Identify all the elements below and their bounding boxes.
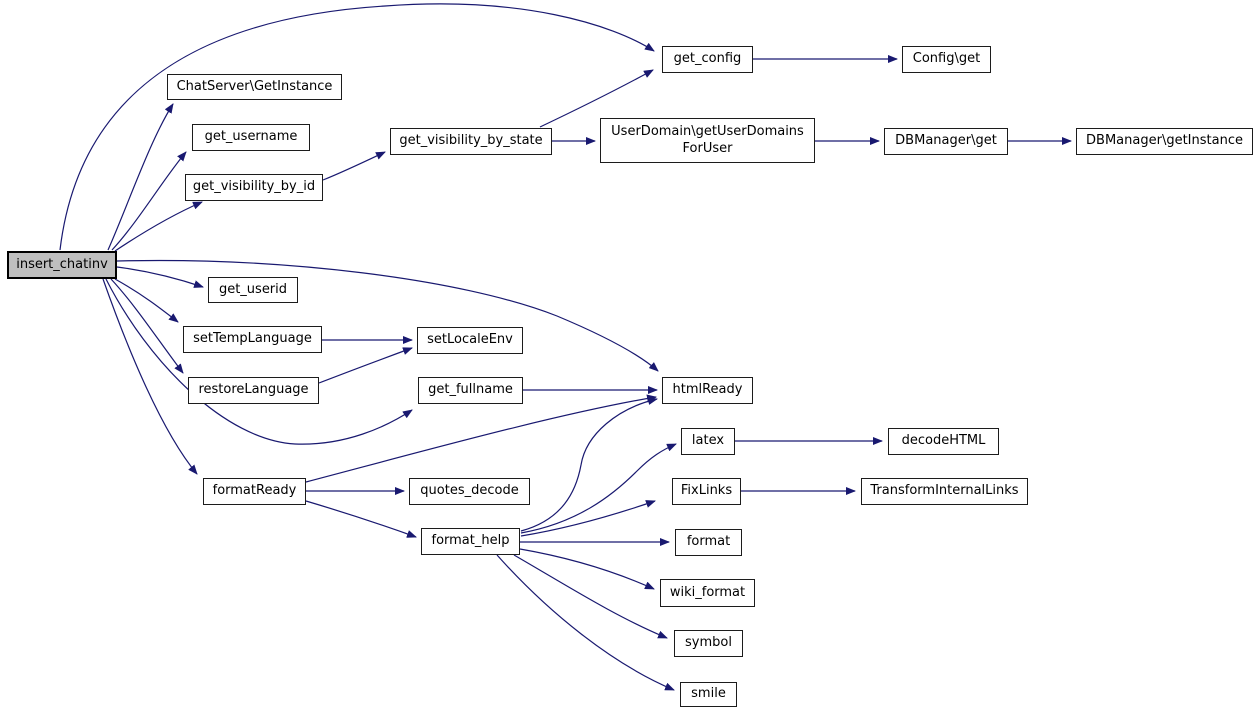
edge-insert_chatinv-to-get_userid: [116, 266, 204, 288]
edge-formatready-to-format_help: [305, 500, 417, 538]
node-dbmanager_get[interactable]: DBManager\get: [884, 128, 1008, 155]
edge-get_visibility_by_id-to-get_visibility_by_state: [322, 151, 386, 181]
node-label: latex: [691, 433, 725, 449]
node-quotes_decode[interactable]: quotes_decode: [409, 478, 530, 505]
node-get_userid[interactable]: get_userid: [208, 277, 298, 303]
edge-format_help-to-fixlinks: [520, 500, 656, 537]
edge-get_visibility_by_state-to-get_config: [539, 69, 654, 128]
node-formatready[interactable]: formatReady: [203, 478, 306, 505]
node-label: setTempLanguage: [193, 331, 312, 347]
node-latex[interactable]: latex: [681, 428, 735, 455]
node-symbol[interactable]: symbol: [674, 630, 743, 657]
edge-insert_chatinv-to-get_config: [59, 3, 655, 251]
node-label: get_config: [673, 51, 742, 67]
edge-insert_chatinv-to-chatserver_getinstance: [107, 103, 174, 251]
edge-insert_chatinv-to-restorelanguage: [110, 278, 184, 374]
node-label: ChatServer\GetInstance: [176, 78, 333, 94]
edge-restorelanguage-to-setlocaleenv: [318, 347, 413, 384]
edge-insert_chatinv-to-get_username: [111, 151, 187, 251]
node-label: wiki_format: [669, 584, 746, 600]
node-label: get_username: [204, 129, 298, 145]
node-label: FixLinks: [680, 483, 733, 499]
node-dbmanager_getinstance[interactable]: DBManager\getInstance: [1076, 128, 1253, 155]
node-label: htmlReady: [672, 382, 743, 398]
edge-format_help-to-htmlready: [520, 397, 658, 532]
node-label: insert_chatinv: [16, 256, 108, 272]
edge-formatready-to-htmlready: [305, 394, 657, 483]
node-label: quotes_decode: [420, 483, 519, 499]
edge-insert_chatinv-to-get_visibility_by_id: [114, 201, 203, 252]
node-decodehtml[interactable]: decodeHTML: [888, 428, 999, 455]
node-label: symbol: [685, 635, 732, 651]
node-insert_chatinv[interactable]: insert_chatinv: [7, 251, 117, 279]
edge-insert_chatinv-to-formatready: [102, 278, 198, 475]
edge-format_help-to-latex: [520, 443, 677, 534]
node-format[interactable]: format: [675, 529, 742, 556]
node-label: get_visibility_by_id: [192, 179, 316, 195]
node-settemplanguage[interactable]: setTempLanguage: [183, 326, 322, 353]
node-get_visibility_by_state[interactable]: get_visibility_by_state: [390, 128, 552, 155]
node-format_help[interactable]: format_help: [421, 528, 520, 555]
edge-insert_chatinv-to-get_fullname: [105, 278, 413, 445]
node-wiki_format[interactable]: wiki_format: [660, 579, 755, 607]
node-label: get_fullname: [428, 382, 513, 398]
node-fixlinks[interactable]: FixLinks: [672, 478, 741, 505]
node-chatserver_getinstance[interactable]: ChatServer\GetInstance: [167, 74, 342, 100]
node-label: UserDomain\getUserDomains: [611, 123, 804, 139]
node-label: TransformInternalLinks: [870, 483, 1019, 499]
node-label: smile: [691, 686, 726, 702]
edge-format_help-to-wiki_format: [519, 548, 655, 590]
node-get_username[interactable]: get_username: [192, 124, 310, 151]
node-transforminternallinks[interactable]: TransformInternalLinks: [861, 478, 1028, 505]
node-label: Config\get: [912, 51, 981, 67]
edge-insert_chatinv-to-htmlready: [116, 259, 659, 372]
node-label: formatReady: [212, 483, 297, 499]
node-htmlready[interactable]: htmlReady: [662, 377, 753, 404]
node-label: DBManager\getInstance: [1086, 133, 1243, 149]
node-get_visibility_by_id[interactable]: get_visibility_by_id: [185, 174, 323, 201]
node-get_config[interactable]: get_config: [662, 46, 753, 73]
node-label: get_visibility_by_state: [399, 133, 543, 149]
node-label: decodeHTML: [901, 433, 986, 449]
node-smile[interactable]: smile: [680, 682, 737, 707]
edge-format_help-to-smile: [496, 554, 675, 691]
node-setlocaleenv[interactable]: setLocaleEnv: [417, 327, 523, 354]
node-label: restoreLanguage: [198, 382, 309, 398]
node-get_fullname[interactable]: get_fullname: [418, 377, 523, 404]
edge-format_help-to-symbol: [513, 554, 668, 639]
node-label: DBManager\get: [895, 133, 997, 149]
node-label: format: [686, 534, 731, 550]
node-config_get[interactable]: Config\get: [902, 46, 991, 73]
edge-insert_chatinv-to-settemplanguage: [114, 278, 179, 323]
node-label: format_help: [431, 533, 510, 549]
node-label: setLocaleEnv: [427, 332, 513, 348]
node-restorelanguage[interactable]: restoreLanguage: [188, 377, 319, 404]
node-label: get_userid: [218, 281, 288, 297]
node-label-line2: ForUser: [682, 140, 733, 156]
